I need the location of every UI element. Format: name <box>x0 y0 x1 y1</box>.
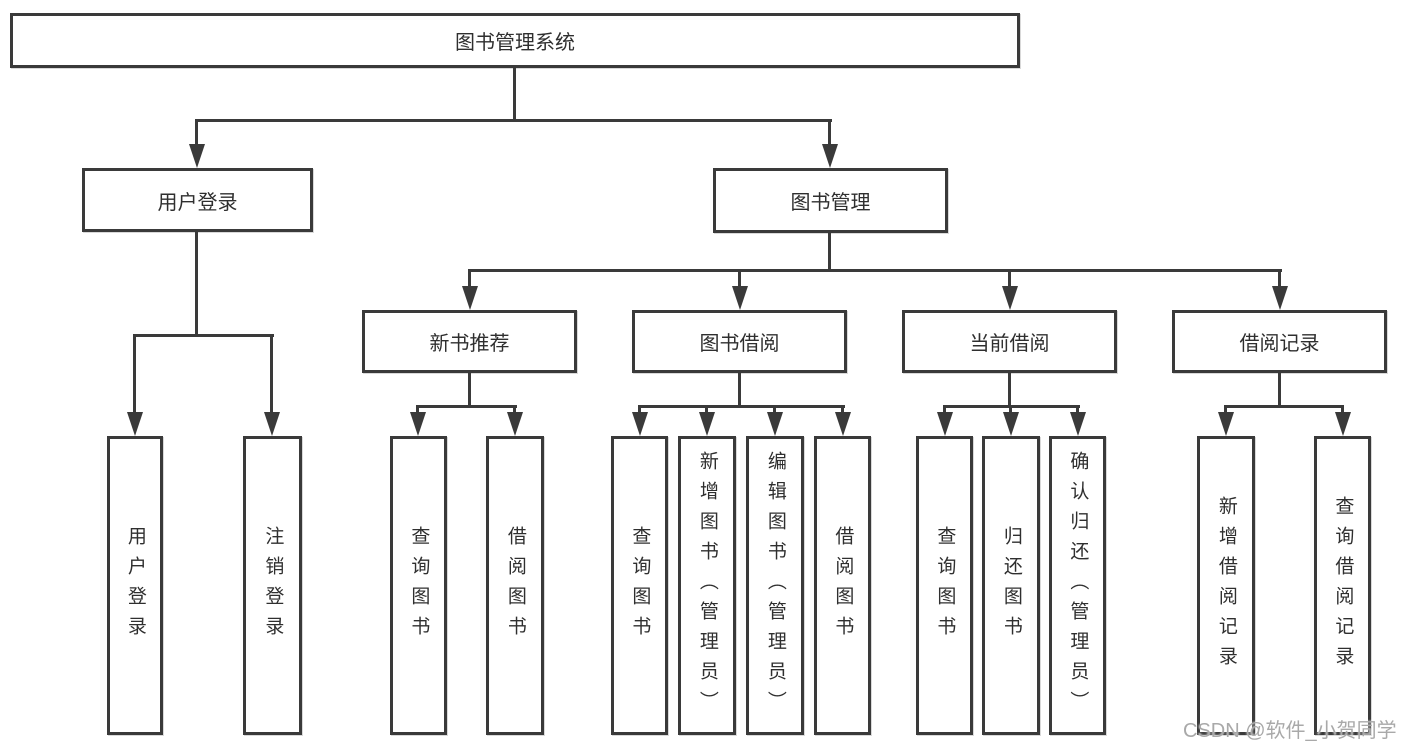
arrow-down-icon <box>410 412 426 436</box>
arrow-down-icon <box>507 412 523 436</box>
leaf-add-borrow-record: 新增借阅记录 <box>1197 436 1255 735</box>
connector-line <box>943 405 946 415</box>
leaf-add-borrow-record-label: 新增借阅记录 <box>1215 495 1237 676</box>
arrow-down-icon <box>1070 412 1086 436</box>
connector-line <box>828 233 831 271</box>
connector-line <box>513 405 516 415</box>
connector-line <box>1224 405 1227 415</box>
leaf-user-login: 用户登录 <box>107 436 163 735</box>
connector-line <box>416 405 517 408</box>
arrow-down-icon <box>732 286 748 310</box>
connector-line <box>1278 373 1281 407</box>
leaf-user-login-label: 用户登录 <box>124 525 146 646</box>
leaf-return-books-label: 归还图书 <box>1000 525 1022 646</box>
node-book-borrowing-label: 图书借阅 <box>699 333 780 355</box>
leaf-edit-books-admin: 编辑图书（管理员） <box>746 436 804 735</box>
arrow-down-icon <box>1218 412 1234 436</box>
node-user-login-label: 用户登录 <box>157 191 238 214</box>
node-user-login-group: 用户登录 <box>82 168 313 232</box>
connector-line <box>1278 271 1281 289</box>
leaf-logout-label: 注销登录 <box>262 525 284 646</box>
connector-line <box>195 232 198 336</box>
connector-line <box>1008 373 1011 407</box>
node-book-borrowing: 图书借阅 <box>632 310 847 373</box>
connector-line <box>638 405 845 408</box>
arrow-down-icon <box>264 412 280 436</box>
watermark: CSDN @软件_小贺同学 <box>1183 720 1397 742</box>
connector-line <box>468 269 1282 272</box>
arrow-down-icon <box>462 286 478 310</box>
node-borrow-records-label: 借阅记录 <box>1239 333 1320 355</box>
connector-line <box>705 405 708 415</box>
node-book-management: 图书管理 <box>713 168 948 233</box>
arrow-down-icon <box>1003 412 1019 436</box>
connector-line <box>1224 405 1344 408</box>
node-current-borrowing: 当前借阅 <box>902 310 1117 373</box>
connector-line <box>1341 405 1344 415</box>
connector-line <box>738 271 741 289</box>
connector-line <box>195 119 198 149</box>
leaf-borrow-books-borrowing-label: 借阅图书 <box>832 525 854 646</box>
connector-line <box>133 334 274 337</box>
connector-line <box>773 405 776 415</box>
connector-line <box>1076 405 1079 415</box>
node-new-book-recommend: 新书推荐 <box>362 310 577 373</box>
leaf-query-books-current-label: 查询图书 <box>934 525 956 646</box>
node-borrow-records: 借阅记录 <box>1172 310 1387 373</box>
leaf-query-borrow-record-label: 查询借阅记录 <box>1332 495 1354 676</box>
node-current-borrowing-label: 当前借阅 <box>969 333 1050 355</box>
leaf-add-books-admin: 新增图书（管理员） <box>678 436 736 735</box>
leaf-confirm-return-admin: 确认归还（管理员） <box>1049 436 1106 735</box>
arrow-down-icon <box>937 412 953 436</box>
connector-line <box>1008 271 1011 289</box>
arrow-down-icon <box>1335 412 1351 436</box>
arrow-down-icon <box>127 412 143 436</box>
leaf-edit-books-admin-label: 编辑图书（管理员） <box>764 450 786 721</box>
connector-line <box>738 373 741 407</box>
node-new-book-recommend-label: 新书推荐 <box>429 333 510 355</box>
leaf-query-books-borrowing-label: 查询图书 <box>629 525 651 646</box>
leaf-borrow-books-borrowing: 借阅图书 <box>814 436 871 735</box>
leaf-query-books-current: 查询图书 <box>916 436 973 735</box>
arrow-down-icon <box>699 412 715 436</box>
arrow-down-icon <box>835 412 851 436</box>
connector-line <box>270 336 273 414</box>
arrow-down-icon <box>767 412 783 436</box>
connector-line <box>513 68 516 121</box>
arrow-down-icon <box>1002 286 1018 310</box>
leaf-borrow-books-recommend: 借阅图书 <box>486 436 544 735</box>
leaf-borrow-books-recommend-label: 借阅图书 <box>504 525 526 646</box>
leaf-query-books-recommend: 查询图书 <box>390 436 447 735</box>
node-root-label: 图书管理系统 <box>455 32 575 54</box>
connector-line <box>468 271 471 289</box>
node-root: 图书管理系统 <box>10 13 1020 68</box>
connector-line <box>468 373 471 407</box>
leaf-add-books-admin-label: 新增图书（管理员） <box>696 450 718 721</box>
leaf-return-books: 归还图书 <box>982 436 1040 735</box>
connector-line <box>195 119 832 122</box>
connector-line <box>133 336 136 414</box>
arrow-down-icon <box>189 144 205 168</box>
arrow-down-icon <box>822 144 838 168</box>
leaf-query-books-borrowing: 查询图书 <box>611 436 668 735</box>
leaf-confirm-return-admin-label: 确认归还（管理员） <box>1067 450 1089 721</box>
leaf-query-borrow-record: 查询借阅记录 <box>1314 436 1371 735</box>
connector-line <box>841 405 844 415</box>
node-book-management-label: 图书管理 <box>790 192 871 214</box>
connector-line <box>1009 405 1012 415</box>
arrow-down-icon <box>632 412 648 436</box>
connector-line <box>416 405 419 415</box>
leaf-logout: 注销登录 <box>243 436 302 735</box>
connector-line <box>638 405 641 415</box>
connector-line <box>828 119 831 149</box>
leaf-query-books-recommend-label: 查询图书 <box>408 525 430 646</box>
arrow-down-icon <box>1272 286 1288 310</box>
